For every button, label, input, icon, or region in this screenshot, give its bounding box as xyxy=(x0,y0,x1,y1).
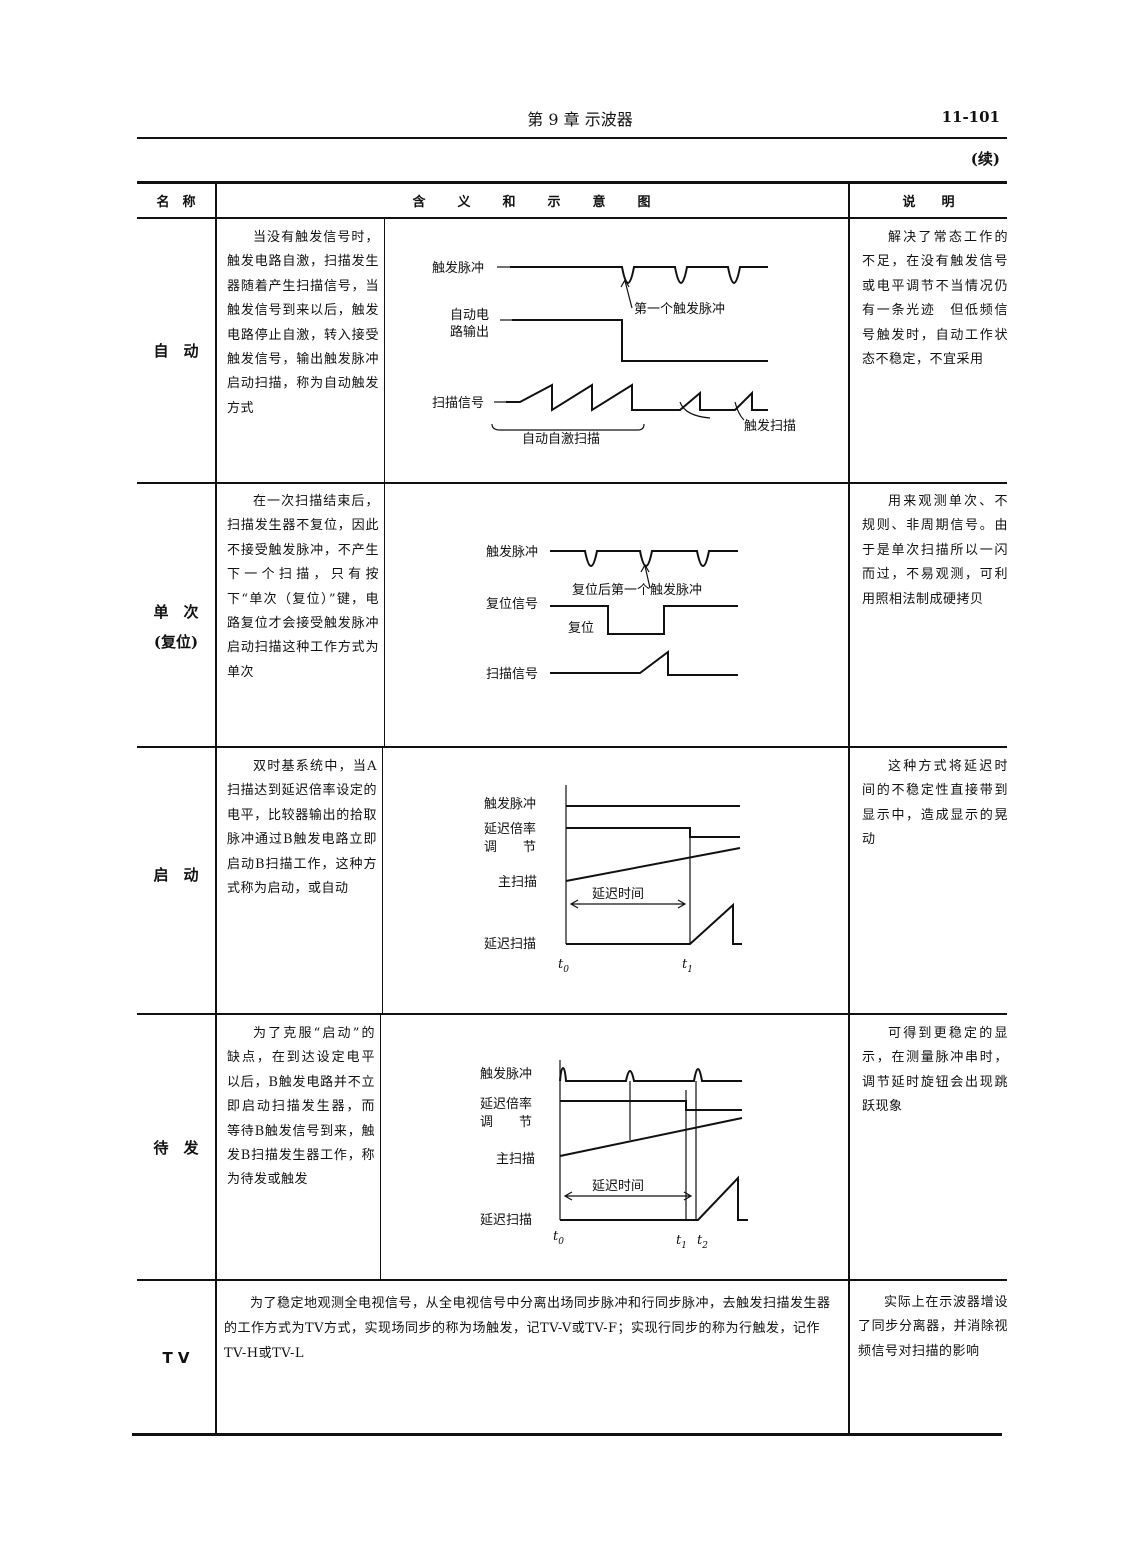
waveform-sweep-signal xyxy=(550,650,738,676)
waveform-delay-sweep xyxy=(560,1175,748,1221)
label-delay-sweep: 延迟扫描 xyxy=(484,937,536,952)
bracket-auto-self-sweep xyxy=(491,423,645,431)
table-top-rule xyxy=(137,181,1007,184)
label-trigger-pulse: 触发脉冲 xyxy=(486,544,538,560)
row-desc-single: 在一次扫描结束后，扫描发生器不复位，因此不接受触发脉冲，不产生下一个扫描，只有按… xyxy=(227,494,379,680)
pointer-first-pulse xyxy=(624,280,633,309)
label-delay-sweep: 延迟扫描 xyxy=(480,1213,532,1228)
label-delay-mult-2: 调 节 xyxy=(484,840,536,855)
row-rule-3 xyxy=(137,1013,1007,1015)
label-t1: t1 xyxy=(682,957,693,975)
label-delay-mult-2: 调 节 xyxy=(480,1115,532,1130)
column-header-remark: 说 明 xyxy=(902,195,955,210)
page-number: 11-101 xyxy=(941,108,1000,126)
label-auto-output-2: 路输出 xyxy=(450,324,489,340)
column-header-rule xyxy=(137,217,1007,219)
arrow-delay-time xyxy=(569,899,687,909)
row-rule-2 xyxy=(137,746,1007,748)
label-delay-mult-1: 延迟倍率 xyxy=(484,821,536,837)
col-rule-desc-1 xyxy=(384,219,385,482)
col-rule-desc-4 xyxy=(380,1015,381,1279)
label-trigger-pulse: 触发脉冲 xyxy=(480,1066,532,1082)
diagram-wait: 触发脉冲 延迟倍率 调 节 主扫描 延迟时间 延迟扫描 t0 t1 t2 xyxy=(480,1060,748,1251)
row-desc-start: 双时基系统中，当A扫描达到延迟倍率设定的电平，比较器输出的拾取脉冲通过B触发电路… xyxy=(227,759,377,897)
waveform-main-sweep xyxy=(559,1117,743,1157)
waveform-trigger-pulse xyxy=(559,1066,742,1082)
label-t1: t1 xyxy=(676,1233,687,1251)
label-main-sweep: 主扫描 xyxy=(498,875,537,890)
table-bottom-rule xyxy=(132,1433,1002,1436)
waveform-delay-mult xyxy=(560,1100,742,1111)
row-name-start: 启 动 xyxy=(153,866,199,884)
label-trigger-pulse: 触发脉冲 xyxy=(432,260,484,276)
row-remark-auto: 解决了常态工作的不足，在没有触发信号或电平调节不当情况仍有一条光迹 但低频信号触… xyxy=(862,230,1008,368)
label-trigger-sweep: 触发扫描 xyxy=(744,418,796,434)
col-rule-remark xyxy=(848,184,850,1433)
arrow-delay-time xyxy=(563,1191,693,1201)
arrow-first-pulse xyxy=(620,278,630,288)
row-remark-single: 用来观测单次、不规则、非周期信号。由于是单次扫描所以一闪而过，不易观测，可利用照… xyxy=(862,494,1008,607)
label-delay-mult-1: 延迟倍率 xyxy=(480,1096,532,1112)
continued-label: (续) xyxy=(970,150,1000,168)
label-sweep-signal: 扫描信号 xyxy=(486,667,538,682)
diagram-start: 触发脉冲 延迟倍率 调 节 主扫描 延迟时间 延迟扫描 t0 t1 xyxy=(484,785,742,975)
label-delay-time: 延迟时间 xyxy=(592,887,644,902)
waveform-delay-mult xyxy=(566,827,740,838)
column-header-meaning: 含 义 和 示 意 图 xyxy=(412,195,653,210)
diagram-single: 触发脉冲 复位后第一个触发脉冲 复位信号 复位 扫描信号 xyxy=(486,544,738,682)
row-remark-wait: 可得到更稳定的显示，在测量脉冲串时，调节延时旋钮会出现跳跃现象 xyxy=(862,1026,1008,1115)
label-reset-first-pulse: 复位后第一个触发脉冲 xyxy=(572,582,702,598)
col-rule-name xyxy=(215,184,217,1433)
column-header-name: 名 称 xyxy=(156,195,196,210)
row-name-single: 单 次 xyxy=(153,603,199,621)
row-remark-tv: 实际上在示波器增设了同步分离器，并消除视频信号对扫描的影响 xyxy=(858,1295,1008,1359)
row-rule-4 xyxy=(137,1279,1007,1281)
arrow-reset-first-pulse xyxy=(640,563,650,573)
header-rule xyxy=(137,137,1007,139)
row-name-auto: 自 动 xyxy=(153,342,199,360)
label-trigger-pulse: 触发脉冲 xyxy=(484,796,536,812)
row-remark-start: 这种方式将延迟时间的不稳定性直接带到显示中，造成显示的晃动 xyxy=(862,759,1008,848)
waveform-reset-signal xyxy=(550,605,738,635)
row-name-tv: T V xyxy=(162,1349,190,1367)
label-main-sweep: 主扫描 xyxy=(496,1152,535,1167)
waveform-auto-output xyxy=(512,319,768,362)
row-desc-auto: 当没有触发信号时，触发电路自激，扫描发生器随着产生扫描信号，当触发信号到来以后，… xyxy=(227,230,379,416)
brace-trigger-sweep xyxy=(679,401,745,421)
waveform-trigger-pulse xyxy=(550,550,738,568)
row-name-wait: 待 发 xyxy=(153,1139,199,1157)
label-auto-self-sweep: 自动自激扫描 xyxy=(522,432,600,447)
pointer-reset-first-pulse xyxy=(644,565,651,589)
diagram-auto: 触发脉冲 自动电 路输出 第一个触发脉冲 扫描信号 自动自激扫描 触发扫描 xyxy=(432,260,796,447)
row-rule-1 xyxy=(137,482,1007,484)
label-t0: t0 xyxy=(553,1229,564,1247)
row-name-single-reset: (复位) xyxy=(153,633,199,651)
label-sweep-signal: 扫描信号 xyxy=(432,396,484,411)
waveform-main-sweep xyxy=(565,847,741,882)
row-desc-wait: 为了克服“启动”的缺点，在到达设定电平以后，B触发电路并不立即启动扫描发生器，而… xyxy=(227,1026,375,1188)
label-auto-output-1: 自动电 xyxy=(450,308,489,323)
waveform-sweep-signal xyxy=(506,383,768,412)
chapter-title: 第 9 章 示波器 xyxy=(527,110,633,129)
label-t0: t0 xyxy=(558,957,569,975)
label-reset-signal: 复位信号 xyxy=(486,597,538,612)
label-first-pulse: 第一个触发脉冲 xyxy=(634,301,725,317)
label-delay-time: 延迟时间 xyxy=(592,1179,644,1194)
waveform-trigger-pulse xyxy=(510,266,768,285)
row-desc-tv: 为了稳定地观测全电视信号，从全电视信号中分离出场同步脉冲和行同步脉冲，去触发扫描… xyxy=(224,1296,831,1361)
waveform-delay-sweep xyxy=(566,902,742,945)
label-t2: t2 xyxy=(697,1233,708,1251)
col-rule-desc-2 xyxy=(384,484,385,746)
col-rule-desc-3 xyxy=(382,748,383,1013)
label-reset: 复位 xyxy=(568,621,594,636)
